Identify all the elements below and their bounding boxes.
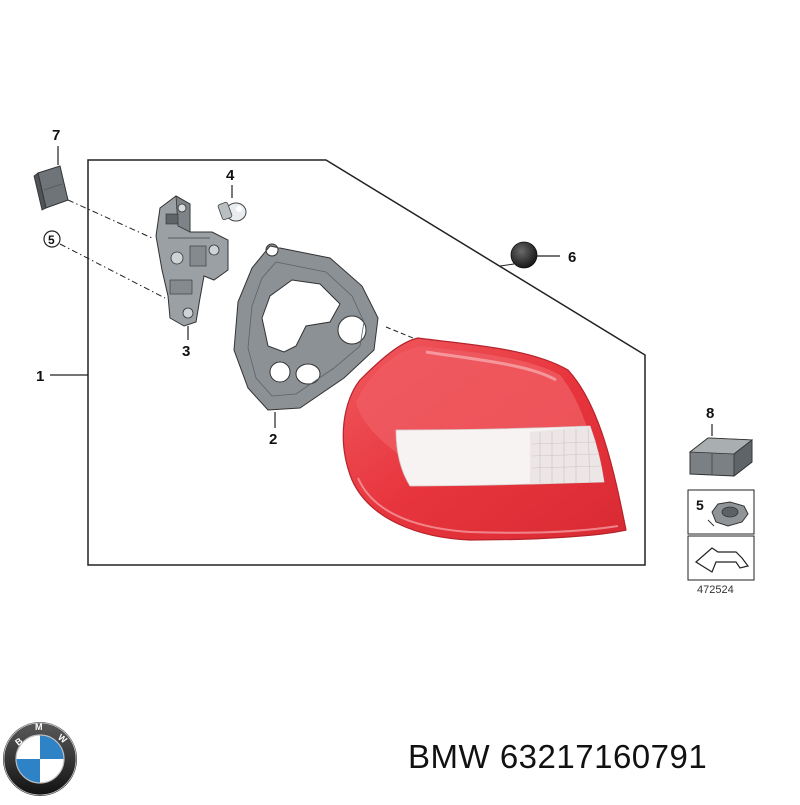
lens-prism-grid [531, 427, 602, 484]
drawing-number: 472524 [697, 584, 734, 596]
gasket-part [233, 243, 379, 411]
lens-dash-line [385, 326, 419, 341]
callout-3-label: 3 [182, 343, 190, 360]
cap-part [510, 241, 538, 269]
callout-5-circle [43, 230, 61, 248]
bulb-holder-part [155, 195, 229, 327]
callout-4-label: 4 [226, 167, 235, 184]
callout-1-label: 1 [36, 368, 44, 385]
connector-part [33, 165, 69, 211]
reference-arrow-icon [694, 547, 750, 573]
svg-text:B: B [13, 735, 25, 747]
callout-6-label: 6 [568, 249, 576, 266]
kit-box-part [688, 437, 754, 477]
brand-name: BMW [408, 738, 491, 775]
assembly-frame [87, 159, 646, 566]
nut-part [707, 501, 749, 527]
cap-leader-to-frame [499, 263, 515, 267]
connector-dash-line [67, 199, 153, 239]
callout-2-label: 2 [269, 431, 277, 448]
tail-light-lens [342, 337, 627, 541]
bulb-part [217, 201, 247, 222]
part-caption: BMW 63217160791 [408, 738, 707, 776]
callout-8-label: 8 [706, 405, 714, 422]
svg-text:M: M [35, 722, 43, 732]
part-number: 63217160791 [499, 738, 708, 775]
callout-5-circled-label: 5 [48, 233, 55, 247]
callout-5-dash-line [59, 243, 166, 299]
callout-5-nut-label: 5 [696, 497, 704, 513]
callout-7-label: 7 [52, 127, 60, 144]
bmw-logo-icon: B M W [3, 722, 77, 796]
